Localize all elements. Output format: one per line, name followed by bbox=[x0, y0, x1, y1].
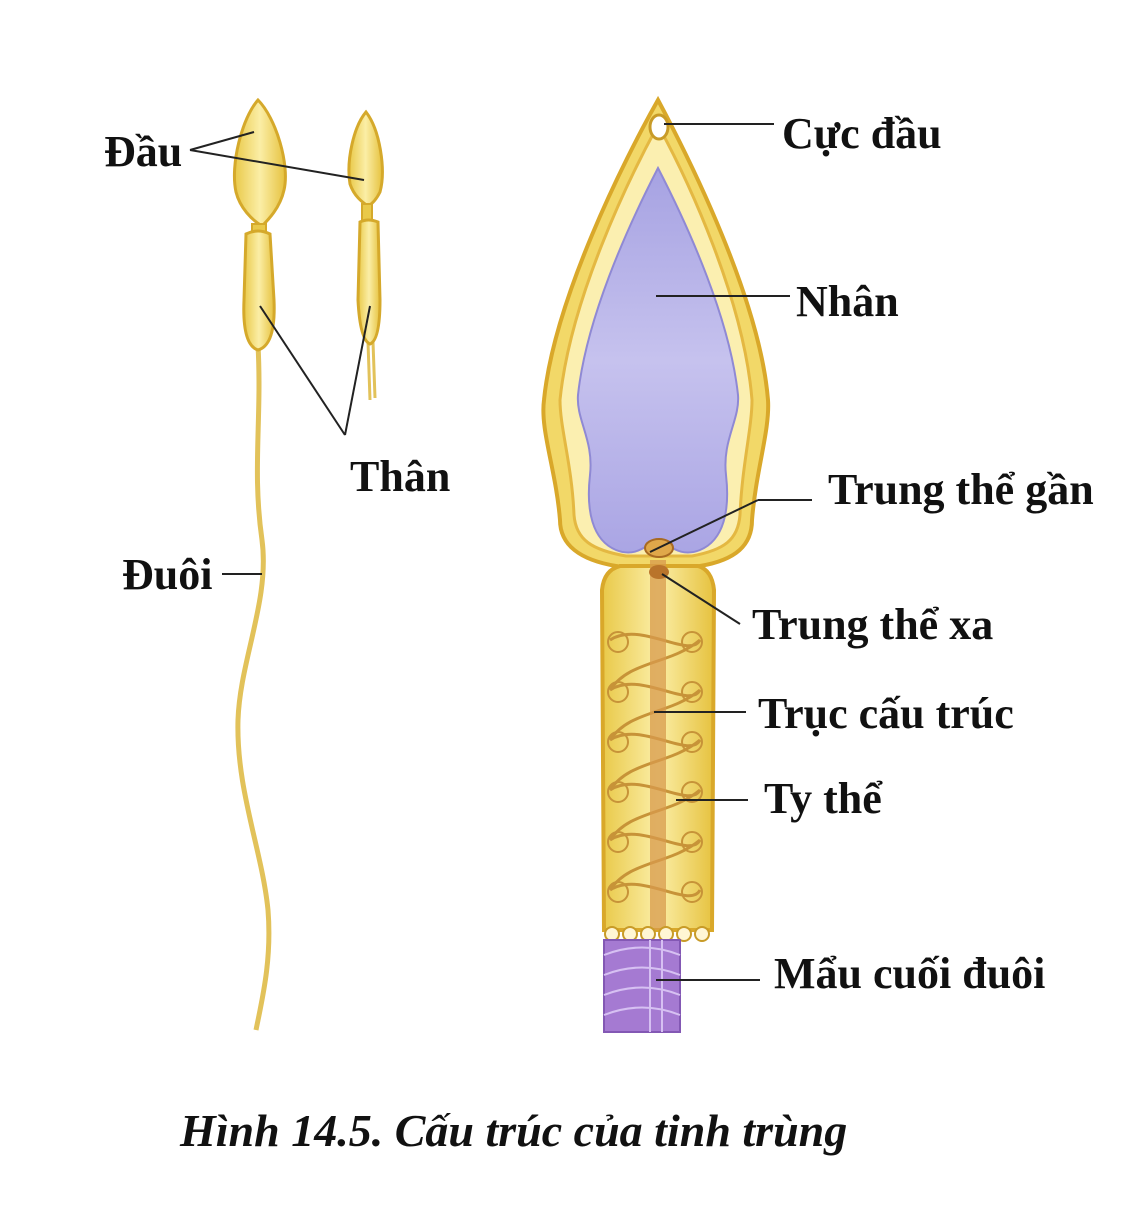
label-trung-the-xa: Trung thể xa bbox=[752, 600, 994, 649]
sperm-2-head bbox=[347, 109, 384, 208]
sperm-2-tail bbox=[366, 341, 377, 401]
leader-dau-2 bbox=[189, 149, 365, 181]
tail-end-texture bbox=[603, 940, 681, 1032]
label-truc-cau-truc: Trục cấu trúc bbox=[758, 689, 1014, 738]
tail-end-piece bbox=[603, 939, 681, 1033]
leader-lines bbox=[189, 123, 812, 981]
figure-caption: Hình 14.5. Cấu trúc của tinh trùng bbox=[180, 1105, 848, 1156]
leader-trung-the-gan bbox=[649, 499, 759, 553]
label-dau: Đầu bbox=[104, 127, 183, 176]
sperm-2-body bbox=[356, 218, 382, 346]
axial-filament bbox=[650, 560, 666, 930]
leader-than-2 bbox=[344, 305, 371, 436]
label-nhan: Nhân bbox=[796, 277, 899, 326]
leader-dau-1 bbox=[189, 131, 255, 151]
sperm-small-1 bbox=[232, 97, 287, 1031]
label-duoi: Đuôi bbox=[122, 550, 213, 599]
label-than: Thân bbox=[350, 452, 451, 501]
label-trung-the-gan: Trung thể gần bbox=[828, 465, 1094, 514]
mitochondria-rings bbox=[607, 631, 703, 903]
acrosome-tip bbox=[648, 113, 670, 141]
leader-than-1 bbox=[259, 305, 346, 436]
sperm-1-body bbox=[242, 229, 276, 352]
label-cuc-dau: Cực đầu bbox=[782, 109, 942, 158]
label-mau-cuoi-duoi: Mẩu cuối đuôi bbox=[774, 949, 1046, 998]
sperm-detailed bbox=[541, 95, 771, 1033]
sperm-1-tail bbox=[235, 344, 272, 1031]
leader-trung-the-xa bbox=[661, 573, 741, 625]
label-ty-the: Ty thể bbox=[764, 774, 882, 823]
sperm-small-2 bbox=[347, 109, 384, 401]
